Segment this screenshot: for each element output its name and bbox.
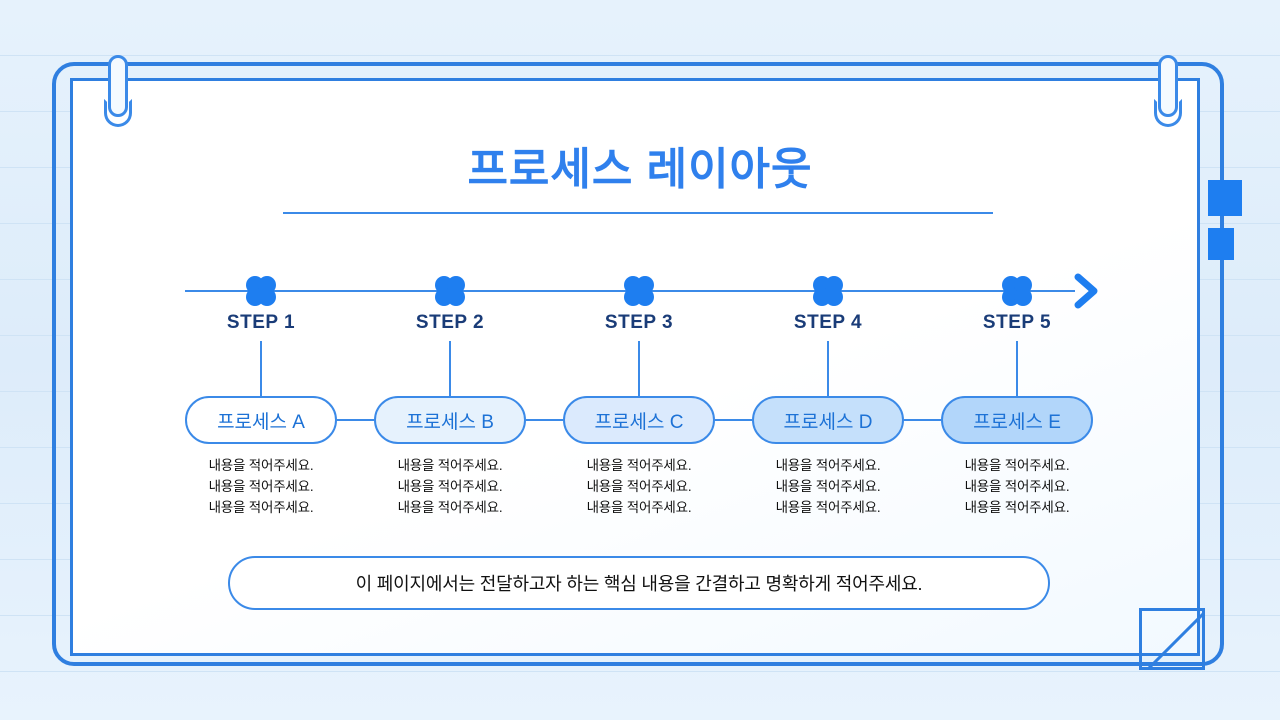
step-label-5: STEP 5 (982, 312, 1052, 333)
body-text-line: 내용을 적어주세요. (586, 479, 692, 494)
outer-frame (52, 62, 1224, 666)
process-pill-d[interactable]: 프로세스 D (752, 396, 904, 444)
folded-corner-diagonal (1147, 612, 1202, 667)
paperclip-hook (104, 99, 132, 127)
paperclip-icon-right (1154, 55, 1182, 133)
step-label-2: STEP 2 (415, 312, 485, 333)
body-text-line: 내용을 적어주세요. (586, 500, 692, 515)
title-underline (283, 212, 993, 214)
body-text-line: 내용을 적어주세요. (775, 458, 881, 473)
body-text-column-5: 내용을 적어주세요. 내용을 적어주세요. 내용을 적어주세요. (927, 455, 1107, 518)
body-text-column-2: 내용을 적어주세요. 내용을 적어주세요. 내용을 적어주세요. (360, 455, 540, 518)
body-text-line: 내용을 적어주세요. (964, 479, 1070, 494)
body-text-line: 내용을 적어주세요. (397, 479, 503, 494)
edge-tab-top (1208, 180, 1242, 216)
paperclip-icon-left (104, 55, 132, 133)
step-label-1: STEP 1 (226, 312, 296, 333)
body-text-line: 내용을 적어주세요. (775, 479, 881, 494)
process-pill-c[interactable]: 프로세스 C (563, 396, 715, 444)
body-text-column-3: 내용을 적어주세요. 내용을 적어주세요. 내용을 적어주세요. (549, 455, 729, 518)
process-pill-label: 프로세스 E (973, 411, 1061, 433)
body-text-line: 내용을 적어주세요. (586, 458, 692, 473)
body-text-line: 내용을 적어주세요. (208, 500, 314, 515)
process-pill-label: 프로세스 C (594, 411, 684, 433)
process-pill-label: 프로세스 B (406, 411, 494, 433)
process-pill-a[interactable]: 프로세스 A (185, 396, 337, 444)
body-text-line: 내용을 적어주세요. (397, 500, 503, 515)
step-label-4: STEP 4 (793, 312, 863, 333)
body-text-line: 내용을 적어주세요. (208, 458, 314, 473)
body-text-line: 내용을 적어주세요. (208, 479, 314, 494)
process-pill-label: 프로세스 D (783, 411, 873, 433)
process-pill-label: 프로세스 A (217, 411, 305, 433)
body-text-line: 내용을 적어주세요. (964, 500, 1070, 515)
summary-callout-text: 이 페이지에서는 전달하고자 하는 핵심 내용을 간결하고 명확하게 적어주세요… (355, 574, 923, 594)
body-text-line: 내용을 적어주세요. (775, 500, 881, 515)
body-text-line: 내용을 적어주세요. (964, 458, 1070, 473)
process-pill-b[interactable]: 프로세스 B (374, 396, 526, 444)
body-text-line: 내용을 적어주세요. (397, 458, 503, 473)
edge-tab-bottom (1208, 228, 1234, 260)
summary-callout[interactable]: 이 페이지에서는 전달하고자 하는 핵심 내용을 간결하고 명확하게 적어주세요… (228, 556, 1050, 610)
page-title: 프로세스 레이아웃 (467, 145, 813, 194)
paperclip-hook (1154, 99, 1182, 127)
step-label-3: STEP 3 (604, 312, 674, 333)
folded-corner-icon (1139, 608, 1205, 670)
process-pill-e[interactable]: 프로세스 E (941, 396, 1093, 444)
body-text-column-1: 내용을 적어주세요. 내용을 적어주세요. 내용을 적어주세요. (171, 455, 351, 518)
body-text-column-4: 내용을 적어주세요. 내용을 적어주세요. 내용을 적어주세요. (738, 455, 918, 518)
